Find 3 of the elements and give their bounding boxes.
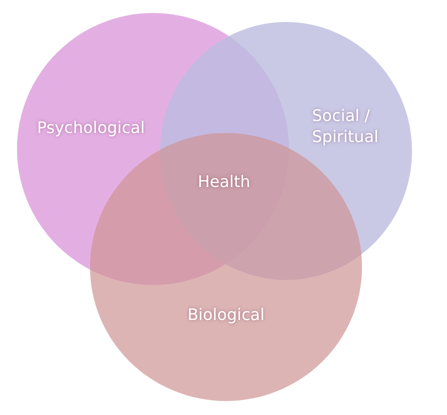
intersection-label: Health (196, 172, 252, 193)
circle-label: Psychological (37, 118, 146, 139)
circle-label: Biological (186, 305, 266, 326)
